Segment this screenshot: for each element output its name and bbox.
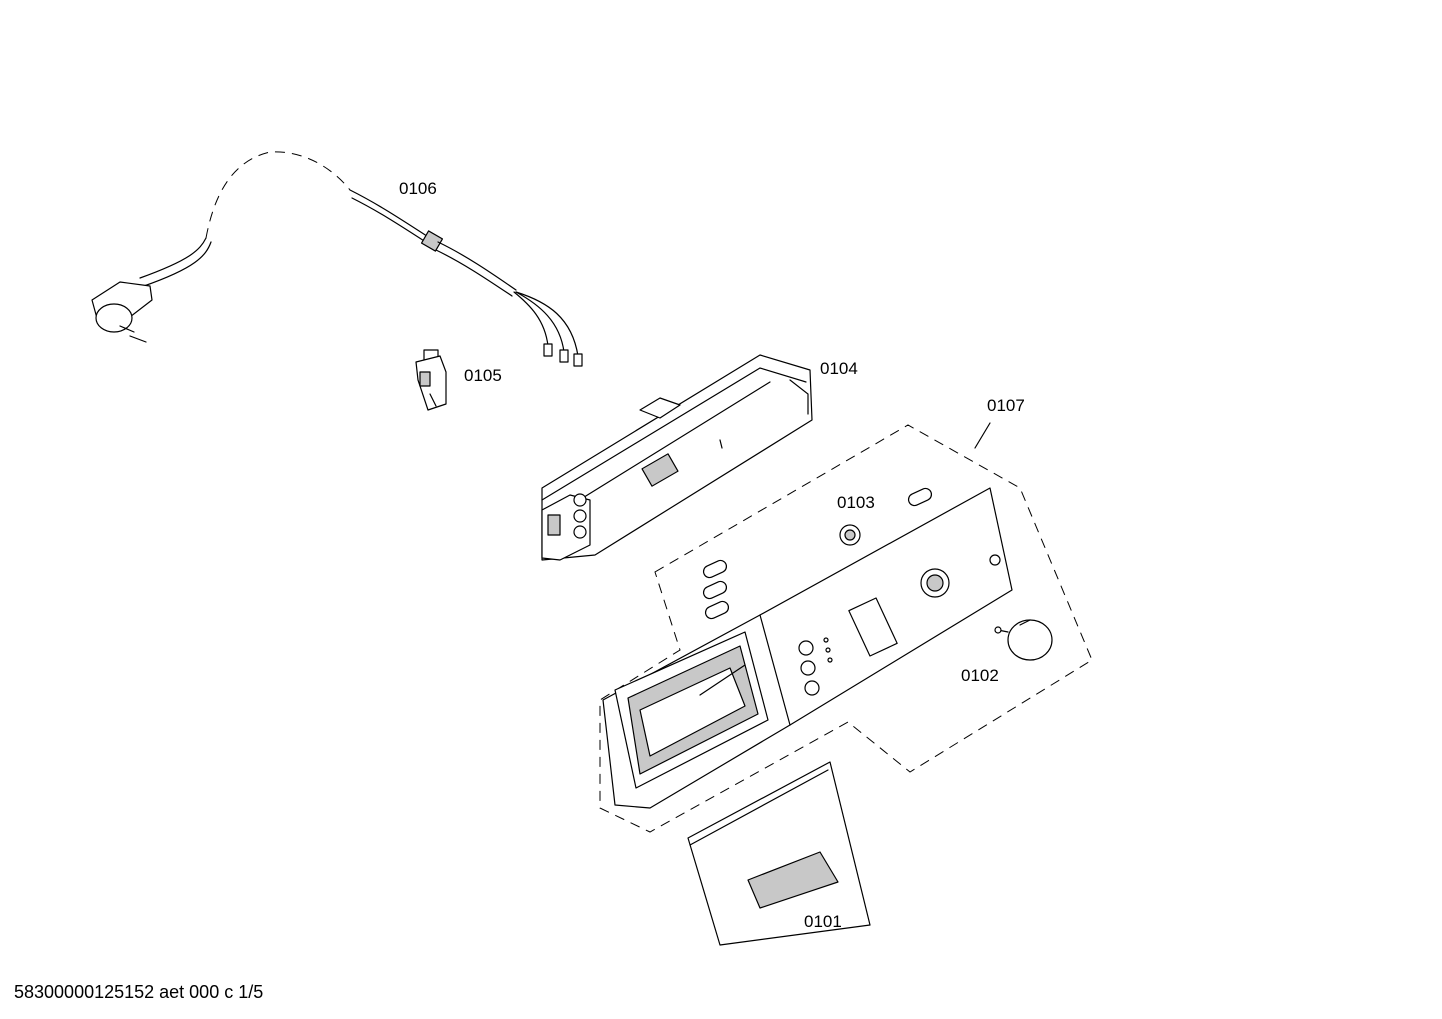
light-guide-parts [702,487,933,620]
label-part-0105: 0105 [464,366,502,385]
label-part-0107: 0107 [987,396,1025,415]
label-part-0103: 0103 [837,493,875,512]
label-part-0104: 0104 [820,359,858,378]
mains-cable-part [91,151,583,367]
suppressor-part [415,349,447,411]
document-footer-code: 58300000125152 aet 000 c 1/5 [14,982,264,1002]
label-part-0101: 0101 [804,912,842,931]
control-module-part [541,354,813,561]
handle-part [687,761,871,946]
label-part-0102: 0102 [961,666,999,685]
label-part-0106: 0106 [399,179,437,198]
knob-part [994,619,1053,661]
indicator-light-part [839,524,861,546]
control-panel-part [602,487,1013,809]
control-panel-assembly-outline [599,422,1093,833]
